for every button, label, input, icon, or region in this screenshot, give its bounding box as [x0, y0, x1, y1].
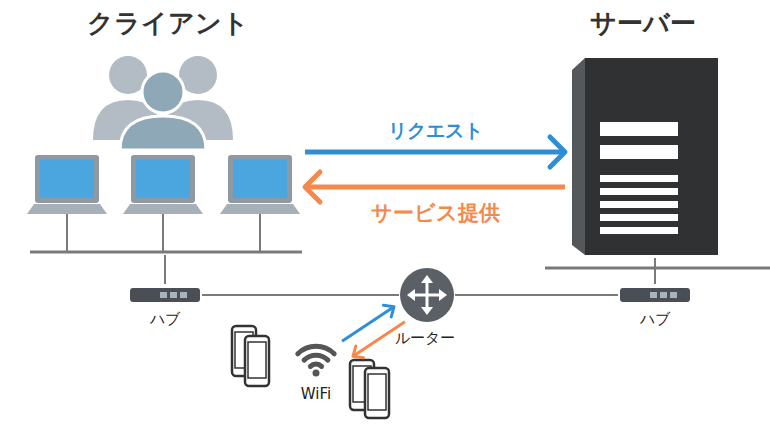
server-node: サーバー	[565, 8, 720, 258]
hub-body	[130, 288, 200, 302]
group-title: クライアント	[30, 8, 305, 39]
wire	[66, 214, 68, 252]
edge-label: サービス提供	[371, 201, 500, 226]
network-wire	[202, 295, 399, 296]
connector-line	[202, 294, 399, 296]
laptop-screen	[228, 155, 292, 203]
network-wire	[455, 295, 618, 296]
hub-port	[660, 292, 667, 298]
wifi-arc	[304, 355, 328, 360]
hub-port	[170, 292, 177, 298]
wifi-dot	[313, 370, 320, 377]
phone-screen	[368, 374, 386, 410]
arrow-head	[383, 305, 394, 317]
phone	[245, 336, 269, 386]
device-label: ルーター	[395, 329, 455, 347]
router-outline	[399, 267, 455, 323]
client-group: クライアント	[30, 8, 305, 255]
connector-line	[353, 322, 405, 357]
network-wire	[655, 258, 656, 284]
arrow-head	[353, 346, 364, 358]
server-vent	[600, 188, 678, 195]
edge-label: リクエスト	[388, 119, 483, 142]
hub-node: ハブ	[618, 284, 692, 328]
user-body	[120, 116, 206, 150]
server-vent	[600, 201, 678, 208]
laptop-display	[40, 160, 94, 198]
wifi-arc	[298, 346, 334, 353]
laptop-display	[136, 160, 190, 198]
server-vent	[600, 175, 678, 182]
connector-line	[455, 294, 618, 296]
server-vent	[600, 214, 678, 221]
user-head	[142, 71, 184, 113]
laptop-display	[233, 160, 287, 198]
server-bay	[600, 145, 678, 159]
wire	[162, 214, 164, 252]
lan-bus	[30, 251, 302, 254]
connector-line	[305, 185, 565, 190]
laptop-screen	[131, 155, 195, 203]
hub-body	[620, 288, 690, 302]
laptop-base	[27, 204, 107, 214]
phone	[365, 368, 389, 418]
lan-bus	[545, 267, 770, 270]
hub-port	[160, 292, 167, 298]
laptop-base	[220, 204, 300, 214]
wireless-down-arrow	[353, 322, 405, 358]
connector-line	[164, 255, 166, 284]
laptop-screen	[35, 155, 99, 203]
request-arrow	[305, 137, 565, 167]
group-title: サーバー	[565, 8, 720, 39]
user-icons	[93, 56, 233, 150]
laptop-base	[123, 204, 203, 214]
router-arrow-head	[421, 307, 433, 315]
router-arrow-head	[439, 289, 447, 301]
wire	[259, 214, 261, 252]
network-wire	[165, 255, 166, 284]
hub-port	[670, 292, 677, 298]
router-arrow-head	[407, 289, 415, 301]
server-front	[585, 58, 718, 255]
response-arrow	[305, 172, 565, 202]
device-label: WiFi	[285, 385, 347, 403]
smartphones	[232, 326, 389, 418]
router-circle	[400, 268, 454, 322]
hub-node: ハブ	[128, 284, 202, 328]
connector-line	[654, 258, 656, 284]
router-arrow-stem	[413, 281, 441, 309]
hub-port	[650, 292, 657, 298]
connector-line	[305, 150, 565, 155]
wifi-node: WiFi	[285, 335, 347, 403]
server-side	[572, 58, 585, 255]
hub-port	[180, 292, 187, 298]
device-label: ハブ	[128, 310, 202, 328]
arrow-head	[305, 172, 320, 202]
router-node: ルーター	[399, 267, 455, 323]
server-vent	[600, 227, 678, 234]
wifi-arc	[310, 364, 321, 366]
device-label: ハブ	[618, 310, 692, 328]
server-tower	[545, 58, 770, 268]
router-arrow-head	[421, 275, 433, 283]
phone-screen	[248, 342, 266, 378]
server-bay	[600, 122, 678, 136]
wifi-symbol	[298, 346, 334, 376]
connector-line	[342, 307, 394, 342]
arrow-head	[550, 137, 565, 167]
laptops	[27, 155, 302, 252]
